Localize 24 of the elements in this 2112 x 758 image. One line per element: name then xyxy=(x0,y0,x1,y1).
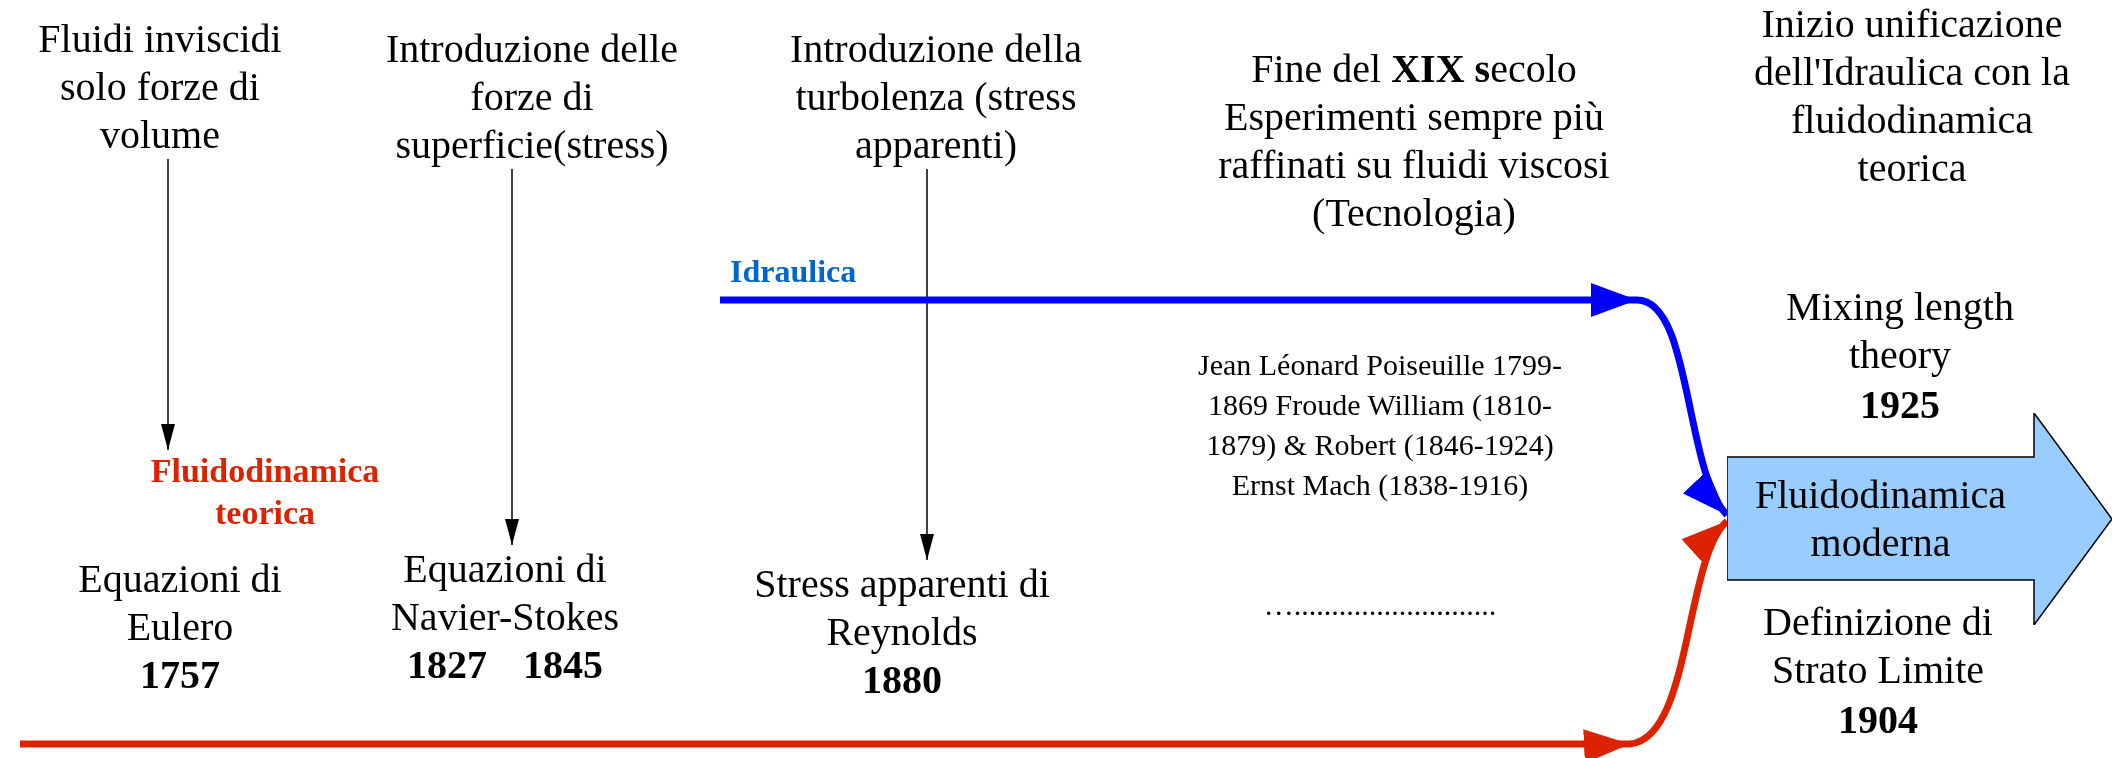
note-text: Fine del XIX secolo Esperimenti sempre più raffinati su fluidi viscosi (Tecnologia) xyxy=(1218,46,1610,235)
edge-label: Idraulica xyxy=(730,253,857,289)
node-text: Introduzione delle forze di superficie(stress) xyxy=(384,25,680,169)
note-text: Mixing length theory xyxy=(1786,284,2014,377)
year-label: 1880 xyxy=(862,656,942,704)
node-text: Stress apparenti di Reynolds xyxy=(753,560,1051,656)
node-text: Fluidodinamica moderna xyxy=(1753,470,2008,567)
node-text: Introduzione della turbolenza (stress apparenti) xyxy=(788,25,1084,169)
year-label: 1827 xyxy=(407,641,487,689)
flow-label: Fluidodinamica teorica xyxy=(149,451,381,533)
node-text: Equazioni di Eulero xyxy=(77,555,283,651)
node-text: Equazioni di Navier-Stokes xyxy=(390,545,620,641)
note-text: Inizio unificazione dell'Idraulica con la fluidodinamica teorica xyxy=(1754,1,2070,190)
year-label: 1757 xyxy=(140,651,220,699)
arrow xyxy=(505,168,519,546)
arrow xyxy=(920,168,934,561)
note-text: Definizione di Strato Limite xyxy=(1763,599,1993,692)
year-label: 1845 xyxy=(523,641,603,689)
note-text: …........................... xyxy=(1263,588,1497,621)
node-text: Fluidi inviscidi solo forze di volume xyxy=(37,15,283,159)
year-label: 1904 xyxy=(1838,697,1918,742)
note-text: Jean Léonard Poiseuille 1799-1869 Froude William (1810-1879) & Robert (1846-1924) Ernst Mach (1838-1916) xyxy=(1197,348,1563,501)
arrow xyxy=(161,158,175,451)
year-label: 1925 xyxy=(1860,382,1940,427)
